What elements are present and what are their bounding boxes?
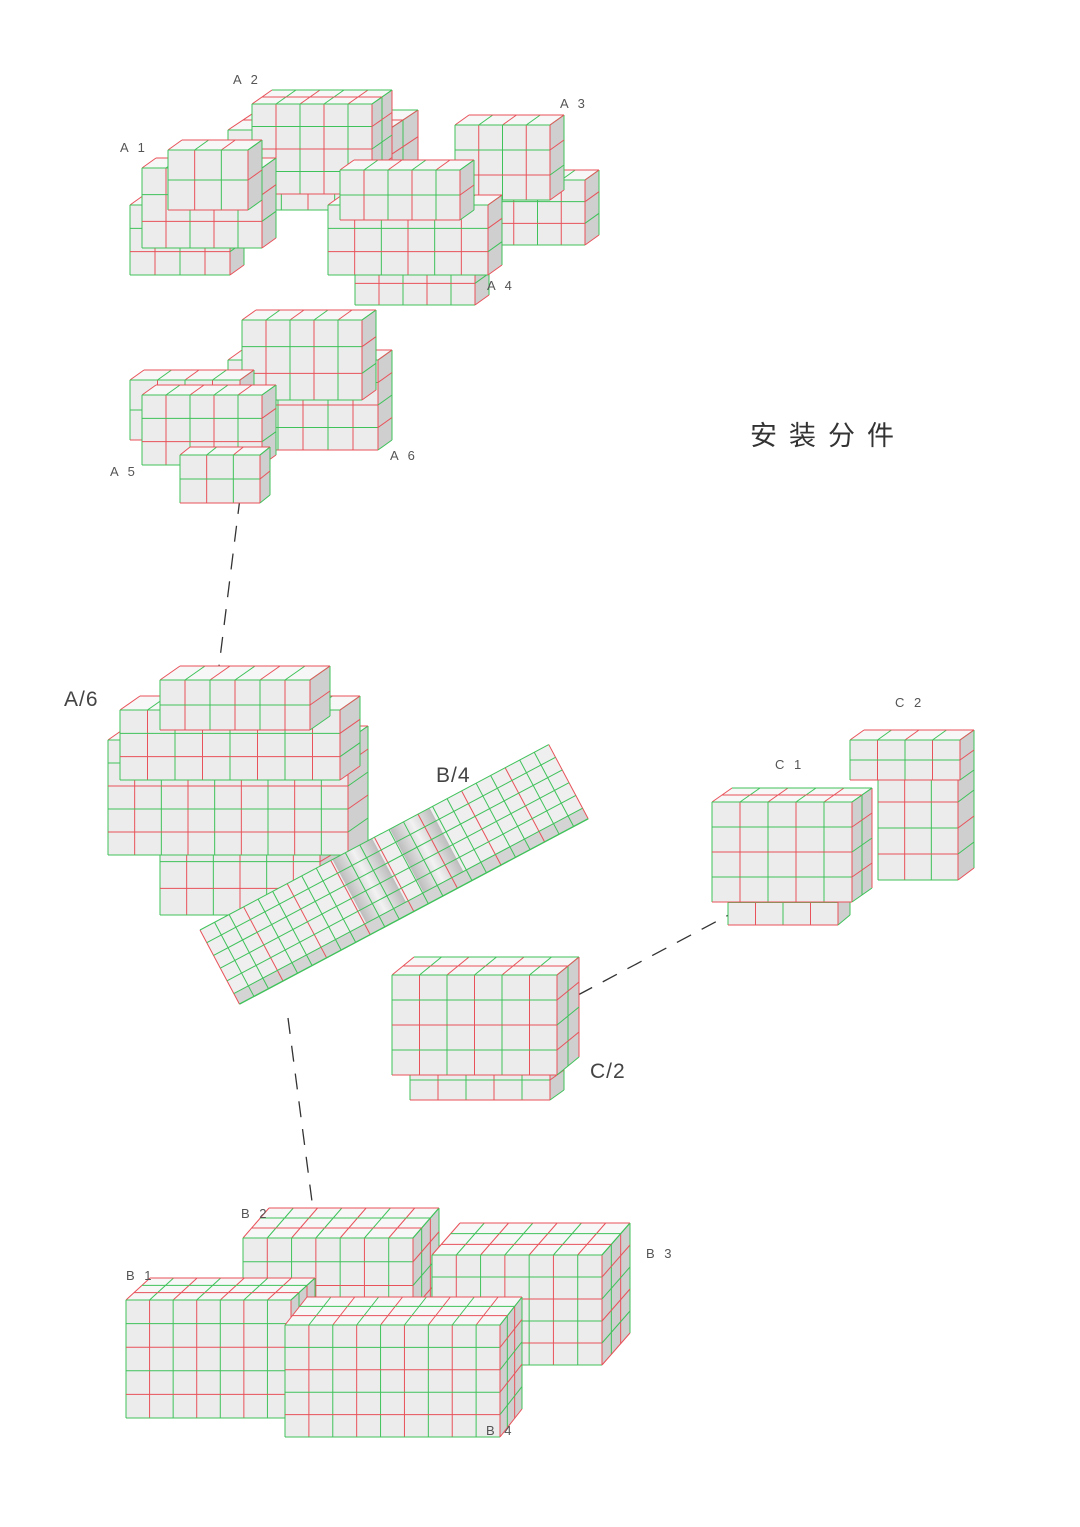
- label-a5: A 5: [110, 464, 138, 479]
- label-a3: A 3: [560, 96, 588, 111]
- b4-slab-group: [199, 744, 589, 1005]
- block-a1-top: [167, 139, 263, 211]
- block-a5-bottom: [179, 446, 271, 504]
- label-b4: B 4: [486, 1423, 515, 1438]
- b4-slab: [199, 744, 589, 1005]
- label-a6-assembled: A/6: [64, 688, 99, 711]
- block-c1-body: [711, 787, 873, 903]
- label-c2-assembled: C/2: [590, 1060, 626, 1083]
- label-b1: B 1: [126, 1268, 155, 1283]
- labels: A 1 A 2 A 3 A 4 A 5 A 6 A/6 B/4 C/2 C 1 …: [64, 72, 924, 1438]
- label-b4-assembled: B/4: [436, 764, 471, 787]
- block-c2s-body: [391, 956, 580, 1076]
- label-a6: A 6: [390, 448, 418, 463]
- block-b1: [125, 1277, 316, 1419]
- label-b3: B 3: [646, 1246, 675, 1261]
- label-a1: A 1: [120, 140, 148, 155]
- connector-lines: [215, 497, 739, 1279]
- block-a6s-top: [159, 665, 331, 731]
- label-c1: C 1: [775, 757, 804, 772]
- block-b4: [284, 1296, 523, 1438]
- label-b2: B 2: [241, 1206, 270, 1221]
- page-title: 安装分件: [750, 421, 906, 452]
- label-c2: C 2: [895, 695, 924, 710]
- label-a2: A 2: [233, 72, 261, 87]
- label-a4: A 4: [487, 278, 515, 293]
- connector-a-top: [215, 497, 241, 691]
- block-a4-top: [339, 159, 475, 221]
- connector-b-top: [287, 1017, 323, 1279]
- block-c2-top: [849, 729, 975, 781]
- connector-c: [577, 909, 739, 996]
